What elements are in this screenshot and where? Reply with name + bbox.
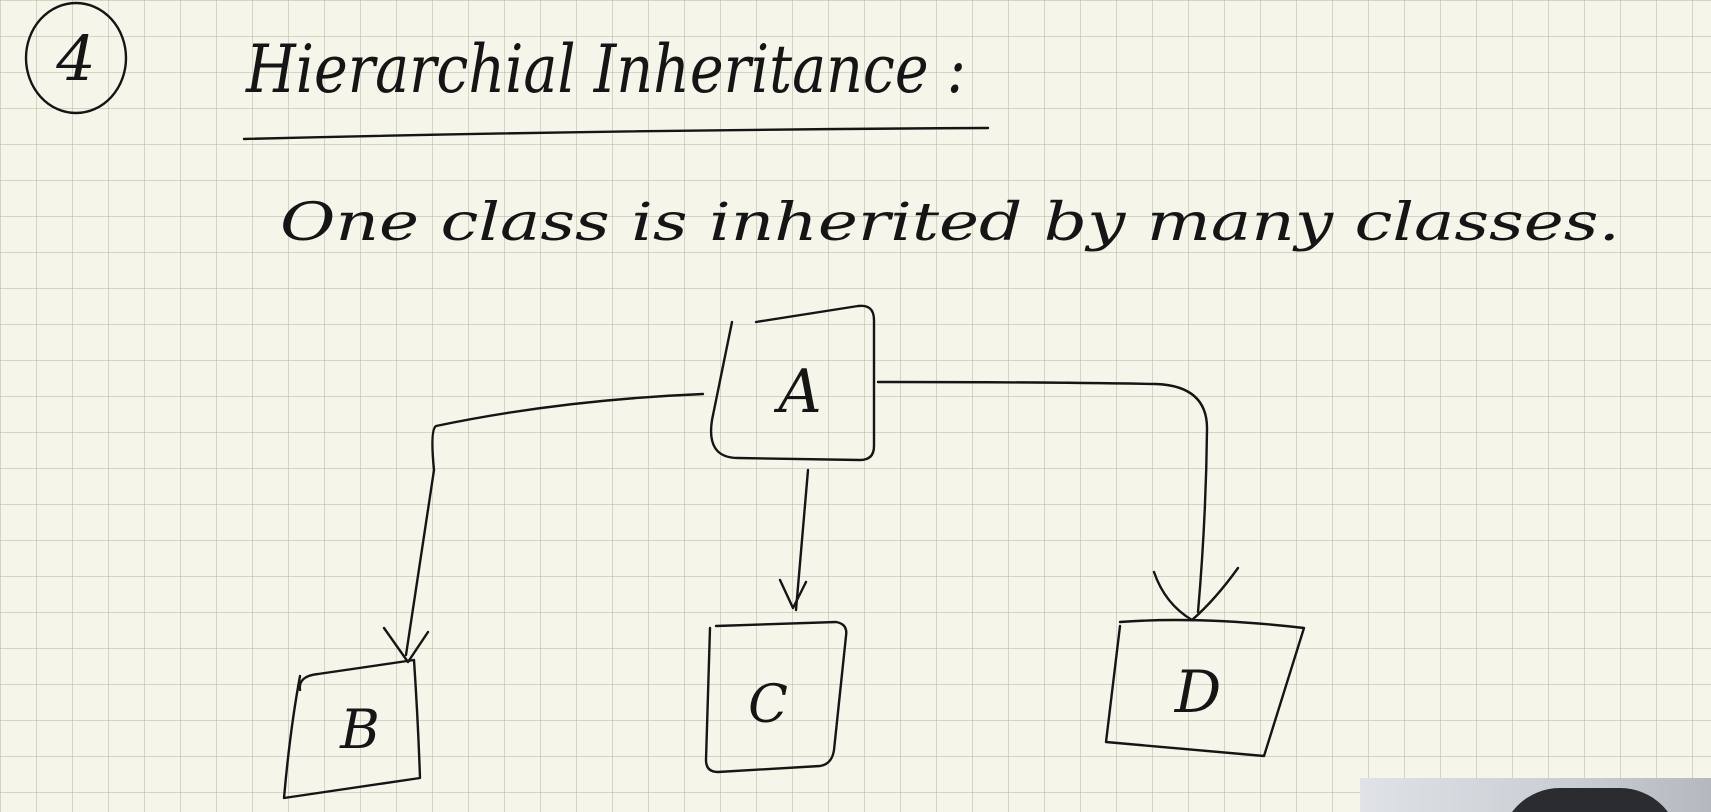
- box-a-outline: [709, 304, 876, 462]
- webcam-overlay: [1360, 778, 1711, 812]
- connector-a-to-b: [404, 392, 705, 657]
- box-c-outline: [704, 620, 848, 774]
- arrowhead-b: [382, 626, 430, 664]
- title-underline: [242, 126, 990, 141]
- arrowhead-c: [778, 578, 808, 610]
- box-b-label: B: [339, 698, 380, 761]
- box-b-outline: [282, 658, 422, 800]
- circle-icon: [24, 1, 128, 115]
- connector-a-to-c: [794, 468, 810, 612]
- box-d-outline: [1104, 618, 1306, 758]
- class-box-c: C: [704, 620, 848, 774]
- presenter-silhouette: [1500, 788, 1680, 812]
- section-number: 4: [55, 22, 95, 95]
- connector-a-to-d: [876, 380, 1209, 614]
- class-box-b: B: [282, 658, 422, 800]
- section-title: Hierarchial Inheritance :: [245, 31, 966, 108]
- class-box-d: D: [1104, 618, 1306, 758]
- class-box-a: A: [709, 304, 876, 462]
- definition-text: One class is inherited by many classes.: [280, 193, 1620, 253]
- section-number-marker: 4: [24, 1, 128, 115]
- arrowhead-d: [1152, 566, 1240, 622]
- box-c-label: C: [748, 675, 788, 735]
- box-d-label: D: [1174, 658, 1222, 726]
- box-a-label: A: [773, 357, 821, 427]
